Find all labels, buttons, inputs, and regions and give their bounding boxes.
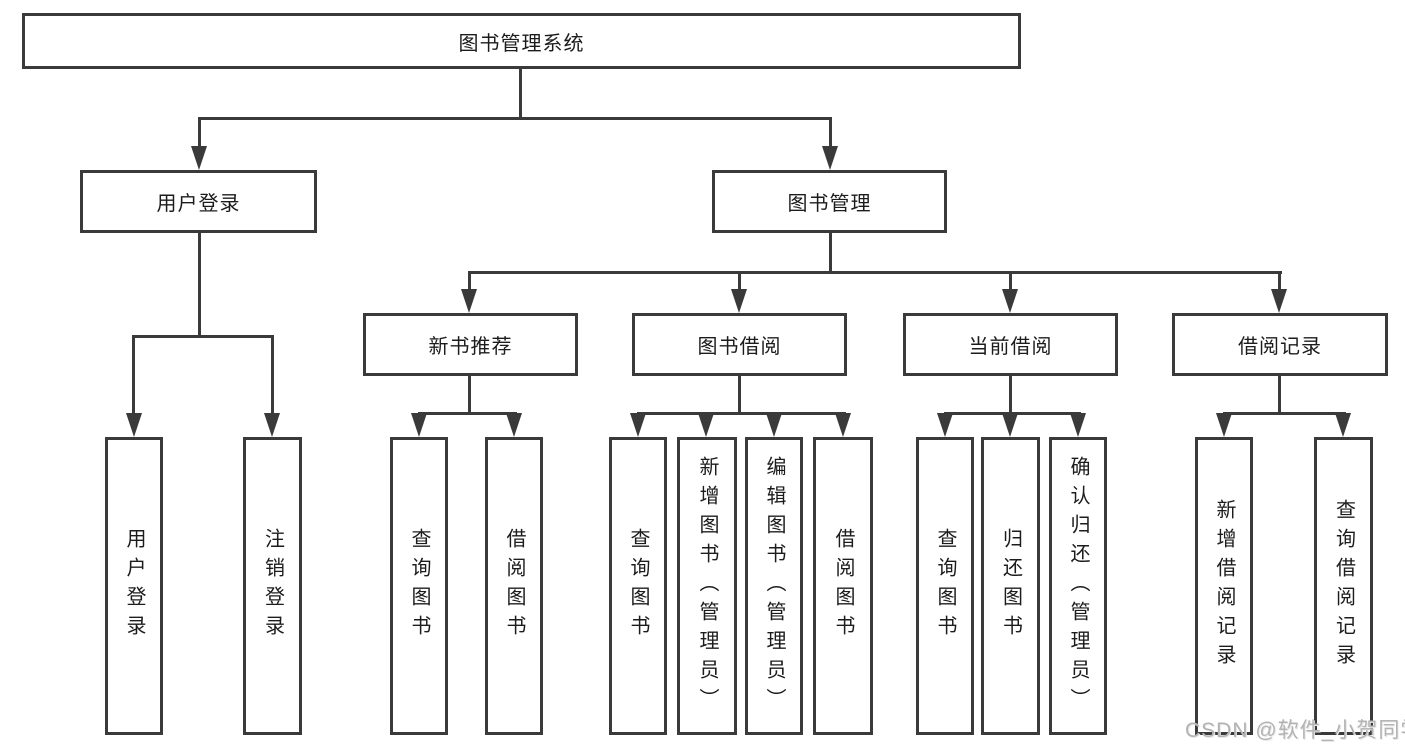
leaf-add-borrow-record: 新增借阅记录 (1195, 437, 1253, 735)
node-label: 用户登录 (123, 528, 145, 644)
leaf-confirm-return-admin: 确认归还（管理员） (1049, 437, 1107, 735)
node-label: 借阅图书 (832, 528, 854, 644)
arrowhead-down-icon (766, 413, 782, 437)
node-label: 当前借阅 (968, 336, 1053, 358)
node-label: 新增借阅记录 (1213, 499, 1235, 673)
leaf-query-books-3: 查询图书 (916, 437, 974, 735)
connector-line (738, 376, 741, 414)
connector-line (198, 117, 832, 120)
arrowhead-down-icon (506, 413, 522, 437)
leaf-borrow-books-2: 借阅图书 (813, 437, 873, 735)
node-label: 查询图书 (408, 528, 430, 644)
leaf-query-borrow-record: 查询借阅记录 (1314, 437, 1373, 735)
connector-line (133, 335, 274, 338)
node-label: 归还图书 (999, 528, 1022, 644)
connector-line (1009, 376, 1012, 414)
node-user-login: 用户登录 (80, 170, 317, 233)
arrowhead-down-icon (1002, 289, 1018, 313)
arrowhead-down-icon (1335, 413, 1351, 437)
leaf-query-books-1: 查询图书 (390, 437, 448, 735)
connector-line (1009, 271, 1012, 292)
node-borrowing-records: 借阅记录 (1172, 313, 1388, 376)
node-label: 图书管理系统 (458, 32, 585, 55)
connector-line (468, 376, 471, 414)
connector-line (198, 117, 201, 149)
node-label: 借阅记录 (1238, 336, 1322, 358)
arrowhead-down-icon (698, 413, 714, 437)
leaf-add-books-admin: 新增图书（管理员） (677, 437, 737, 735)
node-label: 确认归还（管理员） (1067, 455, 1089, 717)
node-new-book-recommend: 新书推荐 (363, 313, 578, 376)
arrowhead-down-icon (126, 413, 142, 437)
arrowhead-down-icon (1271, 289, 1287, 313)
leaf-borrow-books-1: 借阅图书 (485, 437, 543, 735)
leaf-query-books-2: 查询图书 (609, 437, 667, 735)
node-label: 借阅图书 (503, 528, 525, 644)
arrowhead-down-icon (411, 413, 427, 437)
arrowhead-down-icon (191, 146, 207, 170)
leaf-edit-books-admin: 编辑图书（管理员） (745, 437, 803, 735)
arrowhead-down-icon (1002, 413, 1018, 437)
csdn-watermark: CSDN @软件_小贺同学 (1185, 719, 1405, 742)
node-label: 新书推荐 (428, 336, 513, 358)
connector-line (1278, 271, 1281, 292)
node-label: 用户登录 (156, 193, 241, 215)
connector-line (738, 271, 741, 292)
node-label: 查询借阅记录 (1332, 499, 1355, 673)
connector-line (1223, 412, 1346, 415)
connector-line (468, 271, 1282, 274)
connector-line (1278, 376, 1281, 414)
arrowhead-down-icon (1216, 413, 1232, 437)
connector-line (637, 412, 846, 415)
node-label: 查询图书 (934, 528, 956, 644)
connector-line (198, 233, 201, 337)
connector-line (829, 117, 832, 149)
arrowhead-down-icon (1070, 413, 1086, 437)
connector-line (468, 271, 471, 292)
arrowhead-down-icon (630, 413, 646, 437)
connector-line (829, 233, 832, 274)
leaf-logout: 注销登录 (243, 437, 302, 735)
node-book-management: 图书管理 (712, 170, 947, 233)
connector-line (271, 335, 274, 415)
arrowhead-down-icon (937, 413, 953, 437)
arrowhead-down-icon (835, 413, 851, 437)
node-label: 图书管理 (787, 193, 872, 215)
node-book-borrowing: 图书借阅 (632, 313, 847, 376)
connector-line (418, 412, 517, 415)
arrowhead-down-icon (461, 289, 477, 313)
node-label: 新增图书（管理员） (696, 455, 718, 717)
connector-line (132, 335, 135, 415)
node-label: 查询图书 (627, 528, 649, 644)
arrowhead-down-icon (731, 289, 747, 313)
node-library-management-system: 图书管理系统 (22, 13, 1021, 69)
leaf-user-login: 用户登录 (105, 437, 163, 735)
node-current-borrowing: 当前借阅 (903, 313, 1118, 376)
node-label: 注销登录 (261, 528, 284, 644)
node-label: 图书借阅 (697, 336, 782, 358)
connector-line (519, 69, 522, 118)
arrowhead-down-icon (822, 146, 838, 170)
arrowhead-down-icon (264, 413, 280, 437)
node-label: 编辑图书（管理员） (763, 455, 785, 717)
leaf-return-books: 归还图书 (981, 437, 1040, 735)
